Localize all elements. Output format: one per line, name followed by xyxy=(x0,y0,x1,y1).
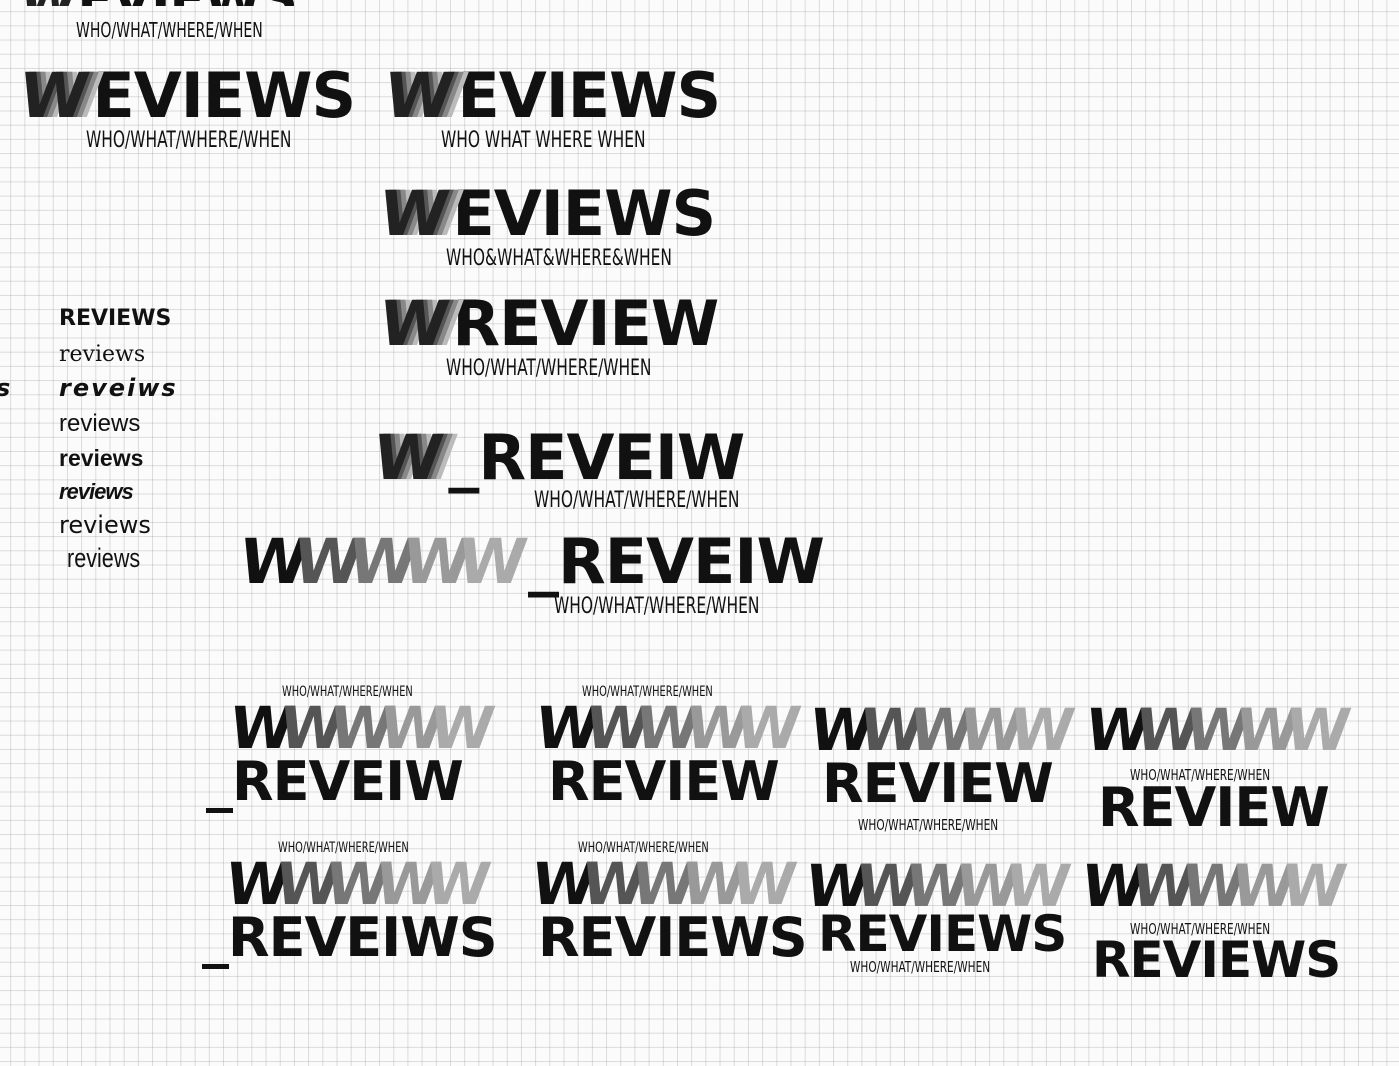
tagline: WHO/WHAT/WHERE/WHEN xyxy=(282,684,413,700)
logo-word: EVIEWS xyxy=(457,59,721,132)
logo-stack-7: WWWWW REVIEWS WHO/WHAT/WHERE/WHEN xyxy=(801,852,1075,976)
logo-word: EVIEWS xyxy=(452,177,716,250)
logo-stack-3: WWWWW REVIEW WHO/WHAT/WHERE/WHEN xyxy=(805,696,1079,834)
tagline: WHO/WHAT/WHERE/WHEN xyxy=(1130,920,1271,938)
logo-stack-5: WHO/WHAT/WHERE/WHEN WWWWW _REVEIWS xyxy=(202,840,498,969)
tagline: WHO/WHAT/WHERE/WHEN xyxy=(578,840,709,856)
logo-word: EVIEWS xyxy=(77,0,296,6)
clipped-glyph: s xyxy=(0,374,10,402)
w-letter: W xyxy=(374,287,454,360)
word-variant: reviews xyxy=(67,543,141,573)
word-variant: REVIEWS xyxy=(59,306,172,331)
tagline: WHO/WHAT/WHERE/WHEN xyxy=(534,488,740,513)
logo-top-cropped: WEVIEWS WHO/WHAT/WHERE/WHEN xyxy=(20,0,360,50)
tagline: WHO/WHAT/WHERE/WHEN xyxy=(1130,766,1271,784)
word-variant: reviews xyxy=(59,511,151,539)
logo-word: REVIEW xyxy=(452,287,719,360)
w-letter: W xyxy=(374,177,454,250)
logo-word: REVIEW xyxy=(548,750,780,813)
logo-word: REVIEWS xyxy=(538,906,808,969)
w-letter: W xyxy=(14,59,94,132)
tagline: WHO/WHAT/WHERE/WHEN xyxy=(554,594,760,619)
logo-word: REVIEWS xyxy=(818,905,1067,963)
logo-word: _REVEIWS xyxy=(202,906,498,969)
logo-stack-6: WHO/WHAT/WHERE/WHEN WWWWW REVIEWS xyxy=(527,840,807,969)
logo-stack-1: WHO/WHAT/WHERE/WHEN WWWWW _REVEIW xyxy=(206,684,499,813)
logo-word: _REVEIW xyxy=(448,421,745,494)
logo-stack-8: WWWWW WHO/WHAT/WHERE/WHEN REVIEWS xyxy=(1077,852,1351,989)
tagline: WHO/WHAT/WHERE/WHEN xyxy=(86,128,292,153)
word-variant: reviews xyxy=(59,410,141,437)
tagline: WHO/WHAT/WHERE/WHEN xyxy=(76,18,263,42)
word-variant: reviews xyxy=(59,342,146,367)
logo-stack-4: WWWWW WHO/WHAT/WHERE/WHEN REVIEW xyxy=(1081,696,1355,839)
w-letter: W xyxy=(20,0,82,6)
logo-stack-2: WHO/WHAT/WHERE/WHEN WWWWW REVIEW xyxy=(531,684,805,813)
logo-word: _REVEIW xyxy=(527,525,825,598)
logo-word: _REVEIW xyxy=(206,750,464,813)
word-variant: reveiws xyxy=(59,374,178,402)
logo-word: REVIEW xyxy=(822,752,1054,815)
tagline: WHO/WHAT/WHERE/WHEN xyxy=(858,816,999,834)
word-variant: reviews xyxy=(59,479,134,504)
w-letter: W xyxy=(379,59,459,132)
logo-word: REVIEW xyxy=(1098,776,1330,839)
tagline: WHO/WHAT/WHERE/WHEN xyxy=(446,356,652,381)
tagline: WHO/WHAT/WHERE/WHEN xyxy=(850,958,991,976)
word-variant: reviews xyxy=(59,445,144,471)
logo-word: REVIEWS xyxy=(1092,931,1341,989)
tagline: WHO WHAT WHERE WHEN xyxy=(441,128,646,153)
tagline: WHO/WHAT/WHERE/WHEN xyxy=(278,840,409,856)
logo-word: EVIEWS xyxy=(92,59,356,132)
w-letter: W xyxy=(368,421,448,494)
tagline: WHO&WHAT&WHERE&WHEN xyxy=(446,246,672,271)
tagline: WHO/WHAT/WHERE/WHEN xyxy=(582,684,713,700)
